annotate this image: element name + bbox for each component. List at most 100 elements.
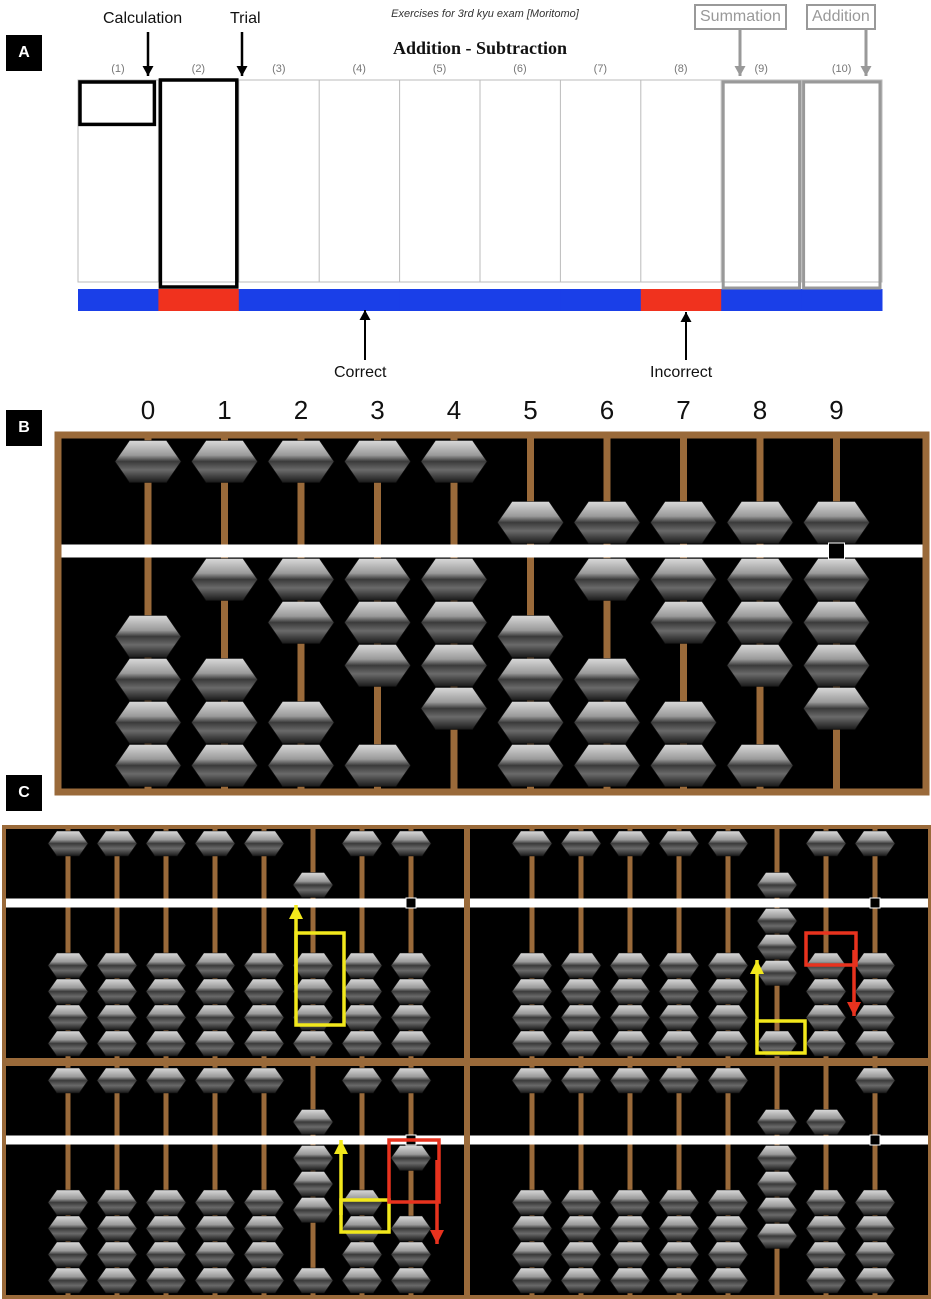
abacus-bead bbox=[609, 830, 651, 857]
abacus-bead bbox=[726, 644, 794, 687]
abacus-bead bbox=[96, 952, 138, 979]
abacus-bead bbox=[243, 1189, 285, 1216]
column-header: (4) bbox=[352, 63, 366, 75]
abacus-bead bbox=[650, 501, 717, 544]
abacus-bead bbox=[114, 440, 182, 483]
abacus-bead bbox=[341, 978, 383, 1005]
abacus-bead bbox=[243, 1030, 285, 1057]
abacus-bead bbox=[560, 1004, 602, 1031]
abacus-bead bbox=[292, 978, 334, 1005]
abacus-bead bbox=[267, 744, 335, 787]
abacus-bead bbox=[341, 1241, 383, 1268]
abacus-bead bbox=[573, 558, 641, 601]
abacus-bead bbox=[609, 1241, 651, 1268]
abacus-bead bbox=[756, 934, 798, 960]
annotation-addition: Addition bbox=[806, 4, 876, 30]
abacus-bead bbox=[805, 1267, 847, 1294]
abacus-bead bbox=[47, 1004, 89, 1031]
abacus-bead bbox=[243, 1241, 285, 1268]
abacus-bead bbox=[292, 1171, 334, 1197]
abacus-bead bbox=[344, 644, 411, 687]
result-bar-segment bbox=[319, 289, 401, 311]
abacus-bead bbox=[573, 501, 641, 544]
abacus-bead bbox=[194, 1241, 236, 1268]
panel-letter-a: A bbox=[6, 35, 42, 71]
abacus-bead bbox=[658, 978, 700, 1005]
yellow-move-box bbox=[339, 1198, 391, 1234]
abacus-digit-label: 4 bbox=[446, 395, 462, 425]
abacus-bead bbox=[560, 1030, 602, 1057]
abacus-bead bbox=[511, 952, 553, 979]
abacus-bead bbox=[658, 1267, 700, 1294]
abacus-bead bbox=[243, 830, 285, 857]
abacus-bead bbox=[191, 440, 258, 483]
column-header: (7) bbox=[593, 63, 608, 75]
abacus-bead bbox=[194, 830, 236, 857]
abacus-bead bbox=[194, 1215, 236, 1242]
abacus-digit-label: 3 bbox=[370, 395, 385, 425]
abacus-frame bbox=[54, 431, 930, 796]
annotation-incorrect: Incorrect bbox=[650, 364, 713, 381]
abacus-bead bbox=[267, 440, 335, 483]
abacus-bead bbox=[803, 501, 870, 544]
yellow-up-arrow-head bbox=[334, 1140, 348, 1154]
abacus-bead bbox=[47, 978, 89, 1005]
abacus-bead bbox=[341, 1215, 383, 1242]
abacus-bead bbox=[756, 1145, 798, 1171]
abacus-bead bbox=[96, 1241, 138, 1268]
abacus-bead bbox=[650, 601, 717, 644]
abacus-bead bbox=[707, 952, 749, 979]
abacus-bead bbox=[420, 687, 488, 730]
result-bar-segment bbox=[560, 289, 642, 311]
abacus-bead bbox=[854, 1241, 896, 1268]
abacus-bead bbox=[650, 558, 717, 601]
abacus-bead bbox=[805, 1030, 847, 1057]
abacus-bead bbox=[609, 978, 651, 1005]
incorrect-arrow-head bbox=[680, 312, 692, 322]
abacus-bead bbox=[344, 440, 411, 483]
abacus-bead bbox=[658, 952, 700, 979]
addition-highlight-box bbox=[802, 80, 882, 290]
abacus-bead bbox=[560, 1267, 602, 1294]
abacus-bead bbox=[292, 1267, 334, 1294]
abacus-bead bbox=[726, 558, 794, 601]
abacus-bead bbox=[341, 1004, 383, 1031]
abacus-bead bbox=[854, 1030, 896, 1057]
abacus-bead bbox=[292, 1197, 334, 1223]
abacus-bead bbox=[114, 744, 182, 787]
abacus-bead bbox=[707, 978, 749, 1005]
abacus-bead bbox=[344, 744, 411, 787]
abacus-bead bbox=[145, 952, 187, 979]
abacus-bead bbox=[756, 1197, 798, 1223]
table-title: Addition - Subtraction bbox=[392, 38, 568, 58]
abacus-bead bbox=[292, 1109, 334, 1135]
result-bar-segment bbox=[721, 289, 803, 311]
abacus-bead bbox=[341, 1067, 383, 1094]
abacus-bead bbox=[390, 1004, 432, 1031]
abacus-bead bbox=[803, 558, 870, 601]
unit-marker-dot bbox=[869, 897, 881, 909]
abacus-bead bbox=[96, 1067, 138, 1094]
abacus-bead bbox=[609, 1030, 651, 1057]
summation-highlight-box bbox=[721, 80, 802, 290]
abacus-bead bbox=[145, 978, 187, 1005]
abacus-bead bbox=[609, 1215, 651, 1242]
abacus-bead bbox=[854, 1215, 896, 1242]
abacus-digit-label: 9 bbox=[829, 395, 844, 425]
abacus-bead bbox=[650, 701, 717, 744]
abacus-bead bbox=[803, 644, 870, 687]
abacus-bead bbox=[726, 601, 794, 644]
abacus-bead bbox=[292, 952, 334, 979]
abacus-beam bbox=[470, 898, 928, 908]
red-down-arrow-head bbox=[847, 1002, 861, 1016]
unit-marker-dot bbox=[405, 897, 417, 909]
result-bar-segment bbox=[640, 289, 722, 311]
abacus-bead bbox=[854, 1267, 896, 1294]
abacus-bead bbox=[658, 830, 700, 857]
abacus-bead bbox=[96, 1030, 138, 1057]
abacus-bead bbox=[511, 1241, 553, 1268]
abacus-bead bbox=[194, 1004, 236, 1031]
abacus-bead bbox=[805, 1241, 847, 1268]
abacus-bead bbox=[390, 952, 432, 979]
